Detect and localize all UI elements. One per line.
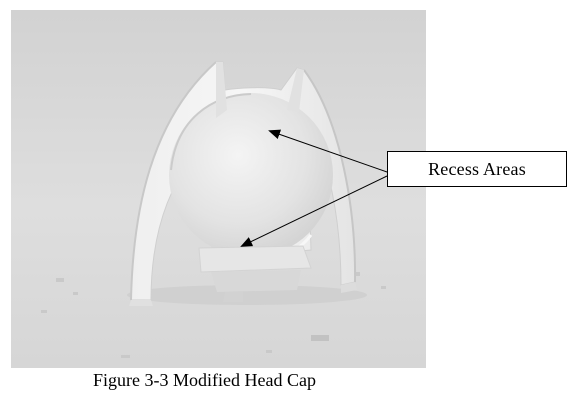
callout-label: Recess Areas [428,158,526,179]
callout-label-box: Recess Areas [387,151,567,187]
head-cap-render [11,10,426,368]
figure-caption: Figure 3-3 Modified Head Cap [93,370,316,390]
